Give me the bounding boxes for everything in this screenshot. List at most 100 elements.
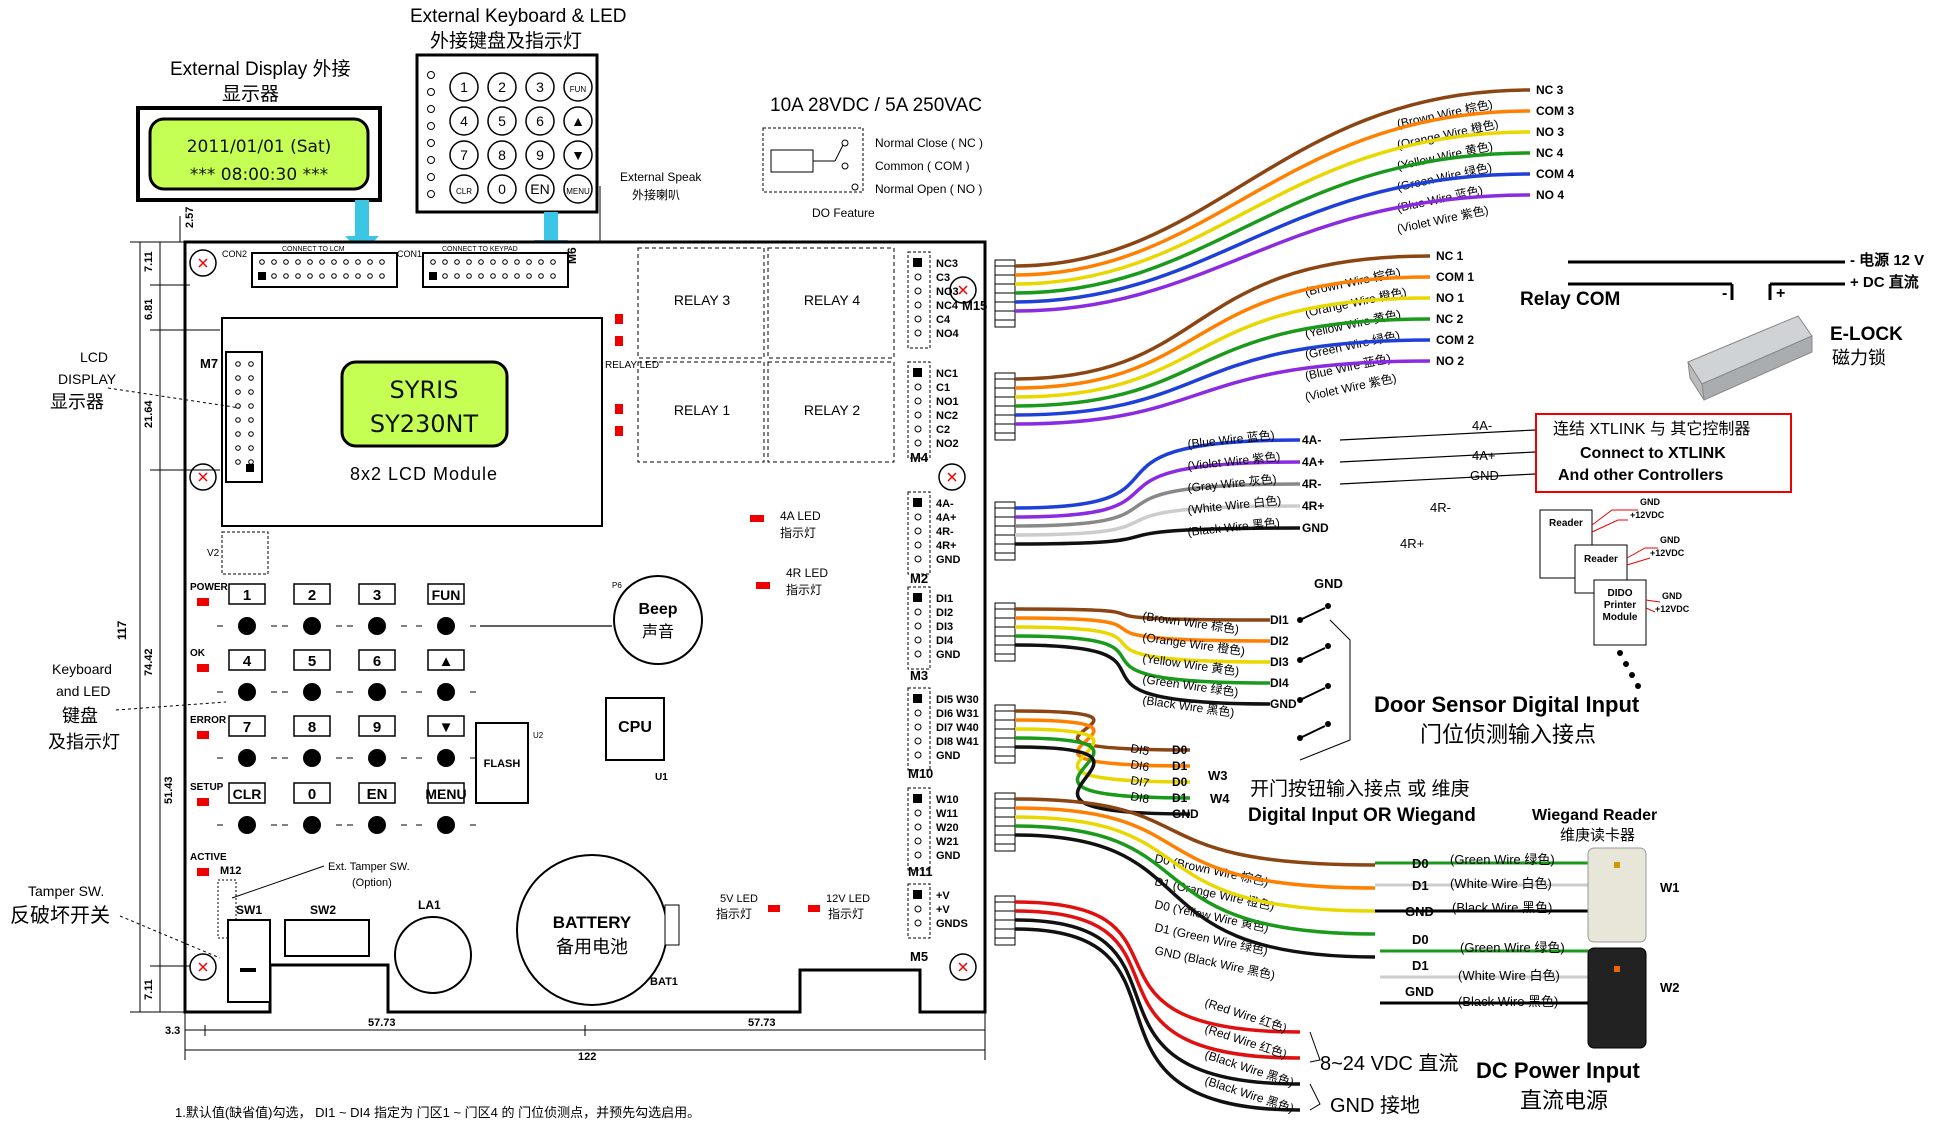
wire-m3 xyxy=(1014,643,1271,706)
m10-label: M10 xyxy=(908,766,933,781)
m12-label: M12 xyxy=(220,865,241,877)
v12-c: +12VDC xyxy=(1655,604,1690,614)
bus-4r-plus: 4R+ xyxy=(1400,536,1424,551)
board-key: 2 xyxy=(282,583,342,635)
relay-com-plus: + xyxy=(1776,285,1785,302)
led-5v-label: 5V LED xyxy=(720,893,758,905)
m3-label: M3 xyxy=(910,668,928,683)
ext-keypad-key-label: 7 xyxy=(460,147,468,163)
relay1-label: RELAY 1 xyxy=(674,402,731,418)
m7-label: M7 xyxy=(200,356,218,371)
board-key: 8 xyxy=(282,715,342,767)
wire-harness: (Brown Wire 棕色)NC 3(Orange Wire 橙色)COM 3… xyxy=(994,83,1590,1115)
ext-keypad-key: 0 xyxy=(487,174,517,204)
m6-label: M6 xyxy=(565,247,579,264)
wire-m4 xyxy=(1014,359,1431,426)
ext-keypad-key: 7 xyxy=(449,140,479,170)
terminal-pin-label: NC3 xyxy=(936,258,958,270)
board-key-label: 0 xyxy=(308,786,316,803)
board-key-label: 9 xyxy=(373,719,381,736)
terminal-pin-label: NC4 xyxy=(936,300,959,312)
wire-end-label: NO 3 xyxy=(1536,125,1564,139)
ext-keypad-key-label: 1 xyxy=(460,79,468,95)
wire-m11 xyxy=(1014,806,1376,890)
m4-label: M4 xyxy=(910,450,929,465)
wire-end-label: NC 4 xyxy=(1536,146,1564,160)
m2-label: M2 xyxy=(910,571,928,586)
xtlink-box xyxy=(1535,413,1792,493)
relay2-label: RELAY 2 xyxy=(804,402,861,418)
status-led xyxy=(197,868,209,876)
wire-end-label: NO 1 xyxy=(1436,291,1464,305)
wire-m15 xyxy=(1014,193,1531,313)
w1-label: W1 xyxy=(1660,880,1680,895)
terminal-pin-label: W10 xyxy=(936,794,959,806)
board-key: 5 xyxy=(282,649,342,701)
dim-257: 2.57 xyxy=(184,207,196,228)
wire-m10 xyxy=(1014,745,1191,816)
r1-d0: D0 xyxy=(1412,856,1429,871)
ext-keypad-key: 8 xyxy=(487,140,517,170)
terminal-pin-label: DI2 xyxy=(936,607,953,619)
wire-end-label: NC 1 xyxy=(1436,249,1464,263)
status-led-label: POWER xyxy=(190,582,229,593)
board-key-label: 5 xyxy=(308,653,316,670)
wire-end-label: DI4 xyxy=(1270,676,1289,690)
wire-end-label: 4A+ xyxy=(1302,455,1324,469)
wire-end-label: D1 xyxy=(1172,791,1188,805)
xtlink-line2: And other Controllers xyxy=(1558,467,1723,484)
terminal-pin-label: GND xyxy=(936,850,961,862)
ext-keypad-led xyxy=(427,105,435,113)
wire-m3 xyxy=(1014,625,1271,664)
board-key-label: 4 xyxy=(243,653,252,670)
lcd-module-line2: SY230NT xyxy=(370,410,479,438)
board-key: 3 xyxy=(347,583,407,635)
terminal-pin-label: NO3 xyxy=(936,286,959,298)
wire-end-label: GND xyxy=(1172,807,1199,821)
led-12v-label-cn: 指示灯 xyxy=(828,906,864,921)
gnd-b: GND xyxy=(1660,535,1681,545)
r2-gnd-wire: (Black Wire 黑色) xyxy=(1458,994,1558,1009)
wire-m5 xyxy=(1014,900,1301,1034)
left-display-cn: 显示器 xyxy=(50,392,104,412)
ext-keypad-key-label: 0 xyxy=(498,181,506,197)
ext-keypad-key-label: MENU xyxy=(566,187,590,196)
wire-end-label: D0 xyxy=(1172,743,1188,757)
bus-4a-minus: 4A- xyxy=(1472,418,1492,433)
m7-header xyxy=(225,351,263,483)
ext-keypad-key-label: 2 xyxy=(498,79,506,95)
beep-label-cn: 声音 xyxy=(642,623,674,641)
terminal-pin-label: C3 xyxy=(936,272,950,284)
dim-711a: 7.11 xyxy=(143,251,155,272)
board-key-label: 6 xyxy=(373,653,381,670)
do-com: Common ( COM ) xyxy=(875,159,970,173)
left-lcd: LCD xyxy=(80,349,108,365)
board-key-label: 8 xyxy=(308,719,316,736)
led-4a-label-cn: 指示灯 xyxy=(780,525,816,540)
wiegand-reader-w2 xyxy=(1587,947,1647,1049)
board-key-label: CLR xyxy=(233,786,262,802)
wire-m2 xyxy=(1014,460,1301,519)
cpu-chip xyxy=(605,697,665,761)
ext-keypad-key: 6 xyxy=(525,106,555,136)
wire-label: DI8 xyxy=(1129,789,1150,806)
terminal-pin-label: NC2 xyxy=(936,410,958,422)
arrow-display-shaft xyxy=(355,200,369,238)
do-feature: DO Feature xyxy=(812,206,875,220)
wire-end-label: NC 2 xyxy=(1436,312,1464,326)
dc-power-label: DC Power Input xyxy=(1476,1058,1640,1083)
wire-m15 xyxy=(1014,130,1531,286)
w2-label: W2 xyxy=(1660,980,1680,995)
relay-led-label: RELAY LED xyxy=(605,360,659,371)
terminal-pin-label: NO2 xyxy=(936,438,959,450)
wire-m5 xyxy=(1014,927,1301,1112)
ext-keyboard-label-cn: 外接键盘及指示灯 xyxy=(430,30,582,52)
ext-keypad-key: ▲ xyxy=(563,106,593,136)
board-key: MENU xyxy=(416,782,476,834)
board-key-label: FUN xyxy=(432,587,461,603)
sw1-label: SW1 xyxy=(236,903,262,917)
status-led xyxy=(197,798,209,806)
dido-1: DIDO xyxy=(1608,588,1633,599)
wire-m15 xyxy=(1014,88,1531,268)
